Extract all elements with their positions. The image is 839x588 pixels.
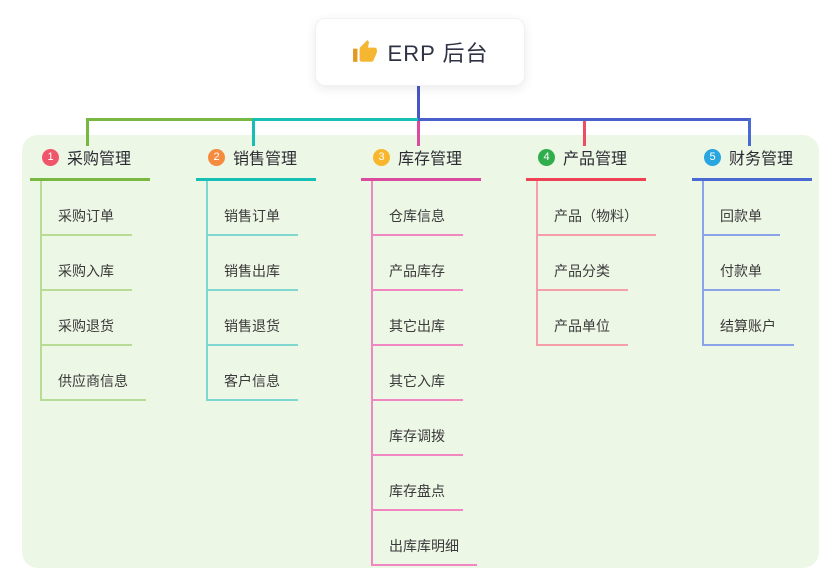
- branch-item-row: 采购订单: [42, 181, 195, 236]
- branch-item-label[interactable]: 其它入库: [373, 371, 463, 401]
- branch-item-label[interactable]: 结算账户: [704, 316, 794, 346]
- branch-items-finance: 回款单付款单结算账户: [702, 181, 839, 346]
- branch-item-row: 其它出库: [373, 291, 526, 346]
- branch-item-row: 结算账户: [704, 291, 839, 346]
- branch-item-label[interactable]: 销售退货: [208, 316, 298, 346]
- branch-item-row: 销售出库: [208, 236, 361, 291]
- connector-horizontal-mid: [254, 118, 418, 121]
- branch-finance: 5 财务管理 回款单付款单结算账户: [692, 145, 839, 346]
- branch-item-row: 产品单位: [538, 291, 691, 346]
- branch-item-label[interactable]: 销售订单: [208, 206, 298, 236]
- branch-item-label[interactable]: 采购订单: [42, 206, 132, 236]
- branch-item-row: 产品分类: [538, 236, 691, 291]
- branch-item-label[interactable]: 回款单: [704, 206, 780, 236]
- connector-drop-finance: [748, 118, 751, 146]
- branch-items-purchase: 采购订单采购入库采购退货供应商信息: [40, 181, 195, 401]
- branch-product: 4 产品管理 产品（物料） 产品分类产品单位: [526, 145, 691, 346]
- branch-items-product: 产品（物料） 产品分类产品单位: [536, 181, 691, 346]
- branch-item-label[interactable]: 产品（物料）: [538, 206, 656, 236]
- branch-item-label[interactable]: 销售出库: [208, 261, 298, 291]
- branch-item-label[interactable]: 其它出库: [373, 316, 463, 346]
- branch-inventory: 3 库存管理 仓库信息产品库存其它出库其它入库库存调拨库存盘点出库库明细: [361, 145, 526, 566]
- branch-item-label[interactable]: 产品分类: [538, 261, 628, 291]
- branch-item-label[interactable]: 库存调拨: [373, 426, 463, 456]
- root-node[interactable]: ERP 后台: [315, 18, 525, 86]
- connector-root-trunk: [417, 84, 420, 121]
- branch-items-sales: 销售订单销售出库销售退货客户信息: [206, 181, 361, 401]
- branch-badge: 4: [538, 148, 555, 166]
- root-label: ERP 后台: [387, 41, 489, 66]
- branch-title: 财务管理: [729, 151, 794, 168]
- branch-badge: 3: [373, 148, 390, 166]
- branch-item-row: 采购退货: [42, 291, 195, 346]
- branch-item-label[interactable]: 产品库存: [373, 261, 463, 291]
- branch-title: 库存管理: [398, 151, 463, 168]
- branch-item-label[interactable]: 供应商信息: [42, 371, 146, 401]
- branch-item-label[interactable]: 采购退货: [42, 316, 132, 346]
- connector-horizontal-left: [86, 118, 254, 121]
- branch-item-label[interactable]: 库存盘点: [373, 481, 463, 511]
- branch-header-product[interactable]: 4 产品管理: [526, 145, 646, 181]
- connector-drop-inventory: [417, 121, 420, 146]
- branch-item-row: 供应商信息: [42, 346, 195, 401]
- branch-item-row: 库存调拨: [373, 401, 526, 456]
- branch-item-row: 仓库信息: [373, 181, 526, 236]
- branch-item-label[interactable]: 出库库明细: [373, 536, 477, 566]
- branch-sales: 2 销售管理 销售订单销售出库销售退货客户信息: [196, 145, 361, 401]
- branch-header-finance[interactable]: 5 财务管理: [692, 145, 812, 181]
- branch-title: 产品管理: [563, 151, 628, 168]
- branch-item-row: 回款单: [704, 181, 839, 236]
- branch-item-row: 产品库存: [373, 236, 526, 291]
- connector-horizontal-right: [418, 118, 751, 121]
- branch-header-purchase[interactable]: 1 采购管理: [30, 145, 150, 181]
- branch-header-sales[interactable]: 2 销售管理: [196, 145, 316, 181]
- branch-item-label[interactable]: 客户信息: [208, 371, 298, 401]
- branch-item-row: 出库库明细: [373, 511, 526, 566]
- connector-drop-purchase: [86, 118, 89, 146]
- branch-purchase: 1 采购管理 采购订单采购入库采购退货供应商信息: [30, 145, 195, 401]
- branch-item-label[interactable]: 产品单位: [538, 316, 628, 346]
- branch-items-inventory: 仓库信息产品库存其它出库其它入库库存调拨库存盘点出库库明细: [371, 181, 526, 566]
- branch-item-row: 采购入库: [42, 236, 195, 291]
- branch-item-row: 库存盘点: [373, 456, 526, 511]
- branch-item-row: 客户信息: [208, 346, 361, 401]
- branch-badge: 1: [42, 148, 59, 166]
- branches-panel: [22, 135, 819, 568]
- branch-header-inventory[interactable]: 3 库存管理: [361, 145, 481, 181]
- connector-drop-sales: [252, 118, 255, 146]
- branch-item-label[interactable]: 仓库信息: [373, 206, 463, 236]
- branch-item-row: 销售订单: [208, 181, 361, 236]
- branch-badge: 5: [704, 148, 721, 166]
- branch-item-row: 销售退货: [208, 291, 361, 346]
- connector-drop-product: [583, 121, 586, 146]
- branch-item-label[interactable]: 付款单: [704, 261, 780, 291]
- branch-item-row: 付款单: [704, 236, 839, 291]
- branch-item-row: 产品（物料）: [538, 181, 691, 236]
- branch-badge: 2: [208, 148, 225, 166]
- branch-title: 采购管理: [67, 151, 132, 168]
- branch-item-row: 其它入库: [373, 346, 526, 401]
- branch-item-label[interactable]: 采购入库: [42, 261, 132, 291]
- thumbs-up-icon: [352, 39, 378, 65]
- branch-title: 销售管理: [233, 151, 298, 168]
